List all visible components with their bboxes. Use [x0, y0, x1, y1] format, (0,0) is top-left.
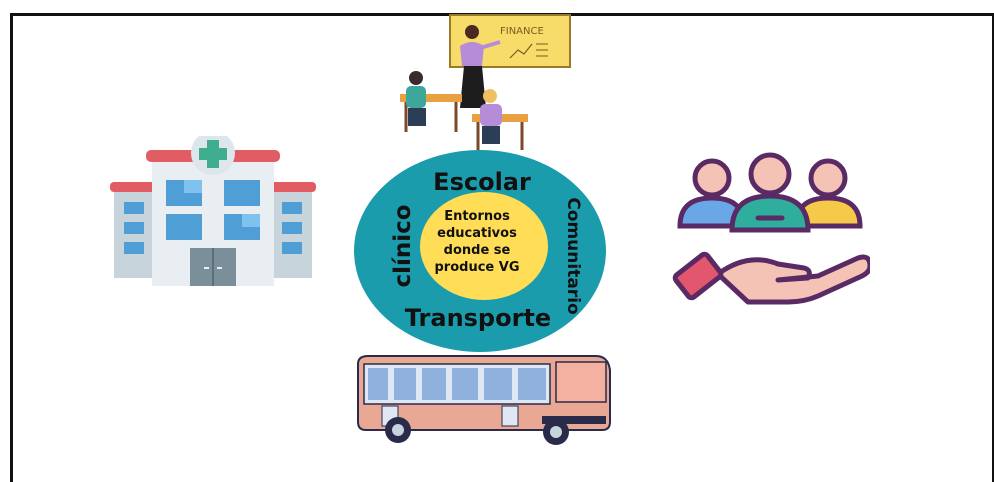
label-comunitario: Comunitario: [563, 197, 583, 314]
label-transporte: Transporte: [405, 304, 551, 332]
center-line-2: educativos: [437, 226, 517, 241]
community-hand-icon: [672, 152, 870, 305]
label-clinico: clínico: [390, 204, 416, 287]
center-line-1: Entornos: [444, 209, 510, 224]
hospital-icon: [110, 136, 316, 286]
center-text: Entornos educativos donde se produce VG: [418, 208, 536, 276]
center-line-4: produce VG: [434, 260, 520, 275]
central-ellipse-diagram: Escolar Transporte clínico Comunitario: [354, 150, 606, 352]
center-circle: [420, 192, 548, 300]
board-title: FINANCE: [500, 26, 544, 37]
bus-illustration: [357, 355, 611, 445]
center-line-3: donde se: [443, 243, 511, 258]
label-escolar: Escolar: [433, 168, 531, 196]
classroom-illustration: FINANCE: [400, 14, 571, 150]
